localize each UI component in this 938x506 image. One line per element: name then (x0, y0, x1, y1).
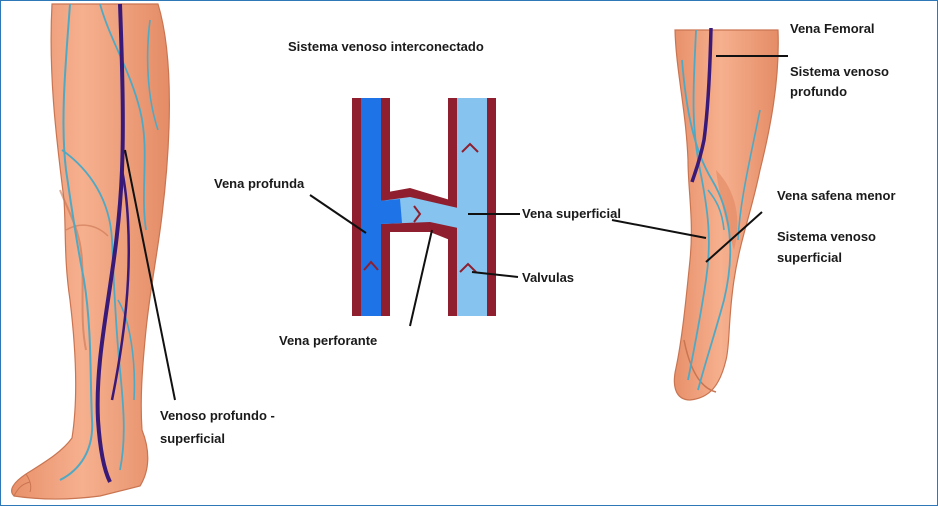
leader-vena-perforante (410, 230, 432, 326)
label-vena-perforante: Vena perforante (279, 333, 377, 349)
label-valvulas: Valvulas (522, 270, 574, 286)
label-venoso-profundo-superficial-line2: superficial (160, 431, 225, 447)
left-leg-illustration (12, 4, 175, 499)
label-vena-profunda: Vena profunda (214, 176, 304, 192)
deep-vessel-lumen (361, 98, 381, 316)
venous-h-diagram (310, 98, 520, 326)
label-sistema-venoso-profundo-line2: profundo (790, 84, 847, 100)
label-sistema-venoso-superficial-line1: Sistema venoso (777, 229, 876, 245)
label-vena-safena-menor: Vena safena menor (777, 188, 896, 204)
right-leg-illustration (612, 28, 788, 400)
label-vena-superficial: Vena superficial (522, 206, 621, 222)
perforating-deep-lumen (380, 199, 402, 224)
label-vena-femoral: Vena Femoral (790, 21, 875, 37)
label-venoso-profundo-superficial-line1: Venoso profundo - (160, 408, 275, 424)
diagram-title: Sistema venoso interconectado (288, 39, 484, 55)
label-sistema-venoso-profundo-line1: Sistema venoso (790, 64, 889, 80)
label-sistema-venoso-superficial-line2: superficial (777, 250, 842, 266)
superficial-vessel-lumen (457, 98, 487, 316)
